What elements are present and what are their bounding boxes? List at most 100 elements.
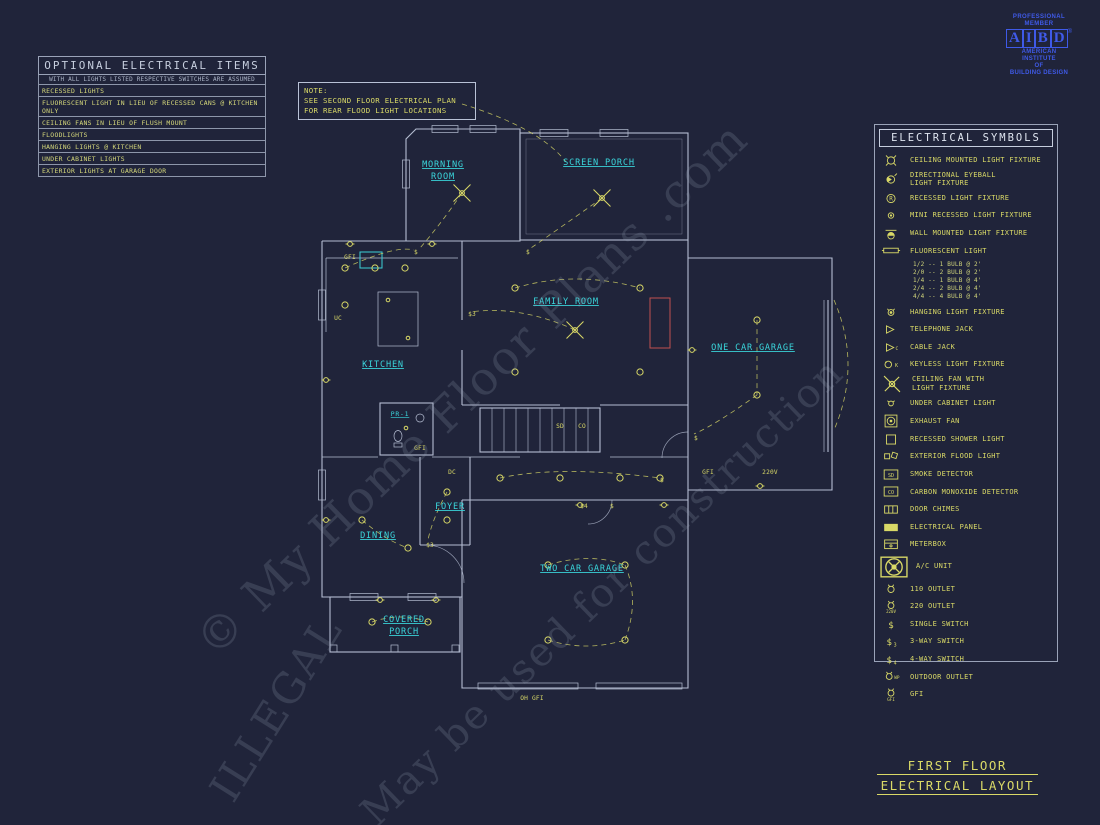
s4-icon: $4 <box>879 652 903 667</box>
room-label-screen-porch: SCREEN PORCH <box>563 158 635 168</box>
legend-entry-wall-mount: WALL MOUNTED LIGHT FIXTURE <box>879 226 1053 241</box>
note-line: NOTE: <box>304 86 328 95</box>
legend-label: MINI RECESSED LIGHT FIXTURE <box>910 211 1032 220</box>
sheet-title-block: FIRST FLOOR ELECTRICAL LAYOUT <box>876 758 1038 798</box>
note-line: SEE SECOND FLOOR ELECTRICAL PLAN <box>304 95 456 105</box>
svg-text:WP: WP <box>894 676 900 682</box>
plan-annotation: CO <box>578 423 586 430</box>
out110-icon <box>879 581 903 596</box>
legend-label: DOOR CHIMES <box>910 505 960 514</box>
aibd-letters-icon: A I B D ® <box>1006 29 1072 49</box>
legend-entry-outdoor: WP OUTDOOR OUTLET <box>879 669 1053 684</box>
legend-entry-mini: MINI RECESSED LIGHT FIXTURE <box>879 208 1053 223</box>
sheet-title-line: FIRST FLOOR <box>876 758 1038 775</box>
svg-text:220V: 220V <box>886 609 896 614</box>
plan-annotation: DC <box>448 469 456 476</box>
room-label-family-room: FAMILY ROOM <box>533 297 599 307</box>
optional-item: RECESSED LIGHTS <box>38 85 266 97</box>
legend-entry-out220: 220V 220 OUTLET <box>879 599 1053 614</box>
fan-icon <box>879 375 905 393</box>
svg-text:$: $ <box>888 621 893 631</box>
recessed-icon: R <box>879 191 903 206</box>
plan-annotation: GFI <box>344 254 356 261</box>
eyeball-icon <box>879 172 903 187</box>
legend-label: METERBOX <box>910 540 947 549</box>
mini-icon <box>879 208 903 223</box>
fluorescent-size: 4/4 -- 4 BULB @ 4' <box>913 293 982 301</box>
flood-icon <box>879 449 903 464</box>
legend-label: CEILING FAN WITH LIGHT FIXTURE <box>912 375 985 392</box>
legend-entry-ac: A/C UNIT <box>879 555 1053 579</box>
shower-icon <box>879 432 903 447</box>
legend-label: GFI <box>910 690 924 699</box>
svg-text:R: R <box>889 196 893 202</box>
hanging-icon <box>879 305 903 320</box>
logo-letter: A <box>1006 29 1023 49</box>
legend-title: ELECTRICAL SYMBOLS <box>879 129 1053 147</box>
room-label-covered-porch: COVERED <box>383 615 425 625</box>
ceiling-light-icon <box>879 153 903 168</box>
note-line: FOR REAR FLOOD LIGHT LOCATIONS <box>304 105 447 115</box>
legend-entry-eyeball: DIRECTIONAL EYEBALL LIGHT FIXTURE <box>879 171 1053 189</box>
legend-entry-shower: RECESSED SHOWER LIGHT <box>879 432 1053 447</box>
legend-entry-flood: EXTERIOR FLOOD LIGHT <box>879 449 1053 464</box>
optional-item: FLUORESCENT LIGHT IN LIEU OF RECESSED CA… <box>38 97 266 117</box>
room-label-two-car-garage: TWO CAR GARAGE <box>540 564 624 574</box>
legend-entry-uc: UNDER CABINET LIGHT <box>879 396 1053 411</box>
fluorescent-size: 2/0 -- 2 BULB @ 2' <box>913 269 982 277</box>
sheet-title-line: ELECTRICAL LAYOUT <box>876 778 1038 795</box>
legend-label: 110 OUTLET <box>910 584 956 593</box>
legend-label: SMOKE DETECTOR <box>910 470 974 478</box>
optional-item: EXTERIOR LIGHTS AT GARAGE DOOR <box>38 165 266 177</box>
logo-org-line: BUILDING DESIGN <box>1009 70 1069 77</box>
legend-label: EXHAUST FAN <box>910 416 960 425</box>
legend-label: HANGING LIGHT FIXTURE <box>910 307 1005 316</box>
legend-label: OUTDOOR OUTLET <box>910 672 974 681</box>
legend-entry-out110: 110 OUTLET <box>879 581 1053 596</box>
svg-text:K: K <box>895 363 898 369</box>
electrical-symbols-legend: ELECTRICAL SYMBOLS CEILING MOUNTED LIGHT… <box>874 124 1058 702</box>
optional-item: CEILING FANS IN LIEU OF FLUSH MOUNT <box>38 117 266 129</box>
legend-label: A/C UNIT <box>916 562 953 571</box>
legend-label: EXTERIOR FLOOD LIGHT <box>910 452 1001 461</box>
panel-icon <box>879 520 903 535</box>
legend-entry-chimes: DOOR CHIMES <box>879 502 1053 517</box>
fluorescent-size-list: 1/2 -- 1 BULB @ 2'2/0 -- 2 BULB @ 2'1/4 … <box>913 261 1053 301</box>
plan-annotation: $ <box>610 503 614 510</box>
legend-label: 3-WAY SWITCH <box>910 637 965 646</box>
legend-entry-fan: CEILING FAN WITH LIGHT FIXTURE <box>879 375 1053 393</box>
room-labels-layer: MORNING ROOM SCREEN PORCH FAMILY ROOM KI… <box>360 158 794 637</box>
legend-label: UNDER CABINET LIGHT <box>910 398 996 407</box>
s3-icon: $3 <box>879 634 903 649</box>
legend-label: RECESSED SHOWER LIGHT <box>910 434 1005 443</box>
svg-text:$: $ <box>886 638 891 648</box>
room-label-covered-porch: PORCH <box>389 627 419 637</box>
room-label-kitchen: KITCHEN <box>362 360 404 370</box>
fluorescent-size: 2/4 -- 2 BULB @ 4' <box>913 285 982 293</box>
plan-annotation: $ <box>414 249 418 256</box>
svg-text:GFI: GFI <box>887 697 895 702</box>
legend-label: CEILING MOUNTED LIGHT FIXTURE <box>910 156 1041 165</box>
aibd-logo: PROFESSIONAL MEMBER A I B D ® AMERICAN I… <box>1006 14 1072 77</box>
legend-label: TELEPHONE JACK <box>910 325 974 334</box>
legend-label: SINGLE SWITCH <box>910 619 969 628</box>
highlight-layer <box>359 251 671 349</box>
door-swing-arcs <box>425 431 689 584</box>
legend-entry-fluorescent: FLUORESCENT LIGHT <box>879 243 1053 258</box>
plan-annotation: 220V <box>762 469 778 476</box>
optional-items-subtitle: WITH ALL LIGHTS LISTED RESPECTIVE SWITCH… <box>38 75 266 85</box>
wall-mount-icon <box>879 226 903 241</box>
legend-entry-tel: TELEPHONE JACK <box>879 322 1053 337</box>
legend-entry-s3: $3 3-WAY SWITCH <box>879 634 1053 649</box>
legend-label: 220 OUTLET <box>910 602 956 611</box>
plan-annotation: $ <box>694 435 698 442</box>
room-label-foyer: FOYER <box>435 502 465 512</box>
plan-annotation: $3 <box>426 542 434 549</box>
legend-label: RECESSED LIGHT FIXTURE <box>910 193 1010 202</box>
plan-annotation: $3 <box>468 311 476 318</box>
